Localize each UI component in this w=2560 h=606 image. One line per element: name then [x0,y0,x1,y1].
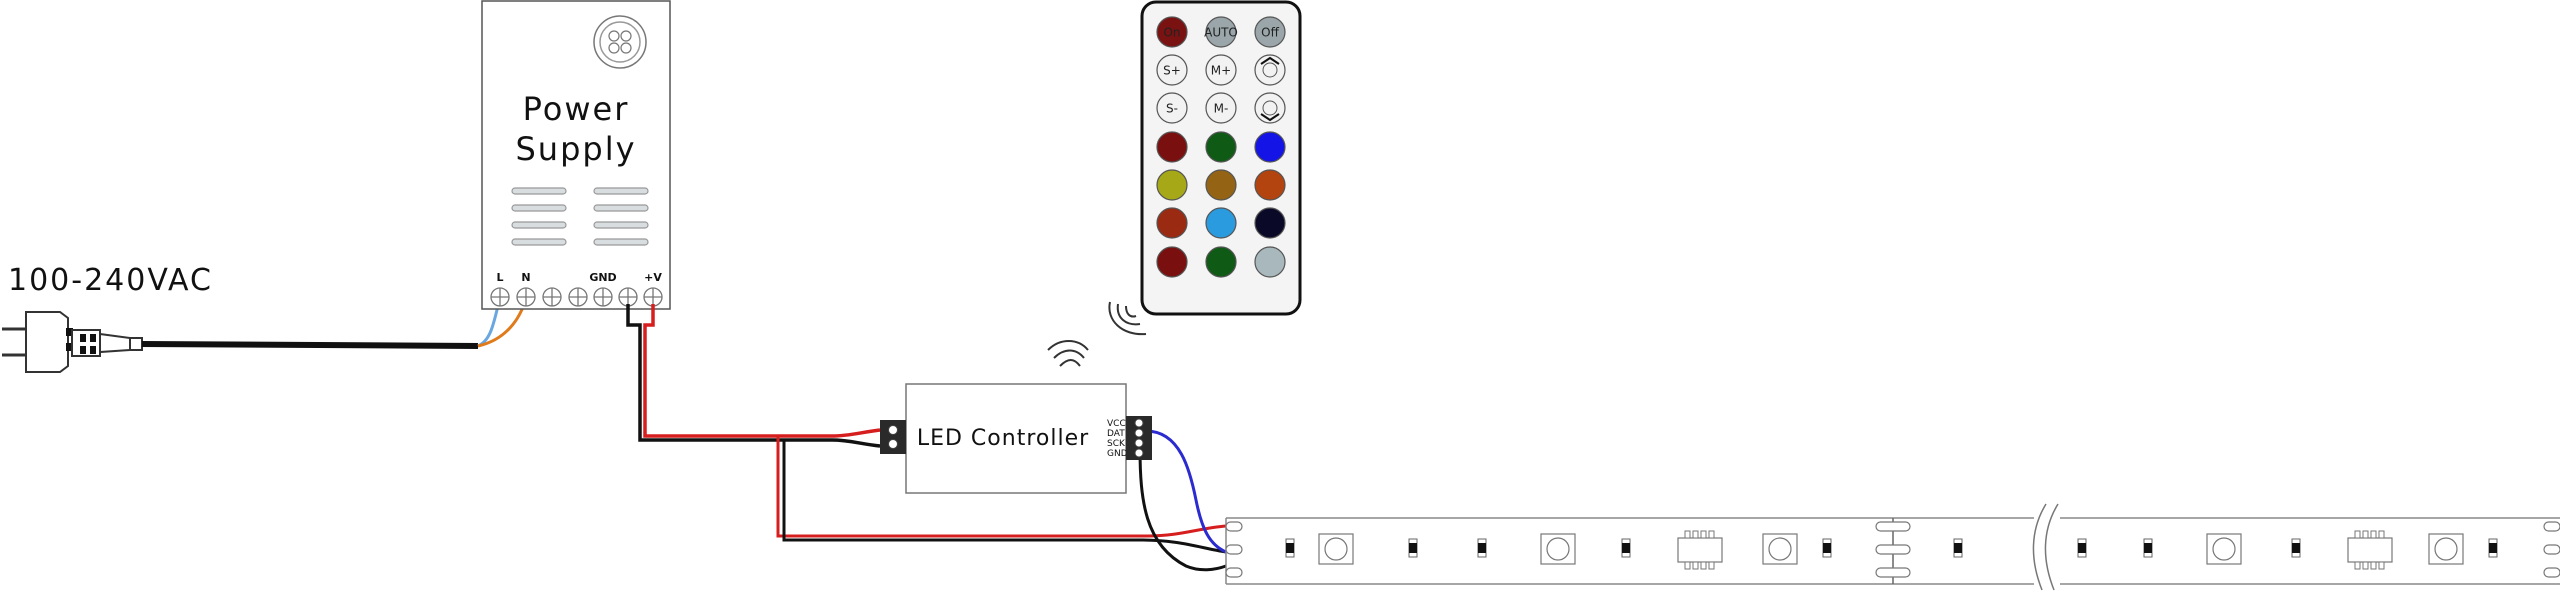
strip-red-wire [776,436,1227,538]
controller-title: LED Controller [917,426,1089,451]
fan-icon [593,15,647,69]
led-chip [2206,533,2242,565]
terminal-label-l: L [496,271,503,284]
ic-chip [1677,530,1723,570]
voltage-label: 100-240VAC [8,263,213,298]
brightness-up-icon [1260,56,1280,78]
remote-button-11[interactable] [1205,131,1237,163]
terminal-label-v: +V [644,271,662,284]
remote-button-label: S- [1166,102,1178,116]
pin-label-dat: DAT [1107,429,1125,439]
power-supply-title-line1: Power [523,90,630,128]
mains-cable [141,341,479,349]
ic-chip [2347,530,2393,570]
remote-button-3[interactable]: Off [1254,16,1286,48]
pin-label-gnd: GND [1107,449,1128,459]
resistor [1477,538,1487,558]
remote-button-20[interactable] [1205,246,1237,278]
remote-button-19[interactable] [1156,246,1188,278]
remote-button-9[interactable] [1254,92,1286,124]
terminal-block [490,287,663,307]
remote-button-6[interactable] [1254,54,1286,86]
remote-button-7[interactable]: S- [1156,92,1188,124]
led-chip [1762,533,1798,565]
remote-button-10[interactable] [1156,131,1188,163]
resistor [1822,538,1832,558]
terminal-label-gnd: GND [589,271,616,284]
pin-label-vcc: VCC [1107,419,1126,429]
power-supply-title-line2: Supply [515,130,636,168]
resistor [1408,538,1418,558]
vplus-wire-psu [643,304,881,438]
led-chip [2428,533,2464,565]
remote-button-label: Off [1261,26,1279,40]
strip-components [1285,530,2498,570]
resistor [1953,538,1963,558]
wireless-signal-icon [1047,301,1147,367]
remote-button-8[interactable]: M- [1205,92,1237,124]
resistor [1621,538,1631,558]
remote-button-4[interactable]: S+ [1156,54,1188,86]
led-controller: LED Controller VCC DAT SCK GND [880,383,1152,494]
remote-button-label: On [1163,26,1180,40]
resistor [2077,538,2087,558]
strip-black-wire [782,440,1227,554]
remote-button-13[interactable] [1156,169,1188,201]
remote-button-label: AUTO [1204,26,1238,40]
brightness-down-icon [1260,100,1280,122]
remote-button-label: M+ [1211,64,1231,78]
resistor [2488,538,2498,558]
output-gnd-wire [1138,447,1227,572]
remote-button-12[interactable] [1254,131,1286,163]
resistor [1285,538,1295,558]
remote-button-21[interactable] [1254,246,1286,278]
data-wire [1145,429,1227,554]
pin-label-sck: SCK [1107,439,1126,449]
power-supply: Power Supply L N GND +V [481,0,671,310]
led-chip [1318,533,1354,565]
terminal-label-n: N [521,271,530,284]
gnd-wire-psu [626,304,881,448]
power-plug-icon [2,311,143,373]
remote-button-14[interactable] [1205,169,1237,201]
remote-button-15[interactable] [1254,169,1286,201]
remote-button-18[interactable] [1254,207,1286,239]
remote-button-label: M- [1214,102,1229,116]
led-strip [1225,503,2560,600]
remote-button-16[interactable] [1156,207,1188,239]
remote-button-2[interactable]: AUTO [1204,16,1238,48]
remote-button-1[interactable]: On [1156,16,1188,48]
resistor [2143,538,2153,558]
vent-slots [511,187,649,246]
led-chip [1540,533,1576,565]
remote-button-label: S+ [1163,64,1181,78]
remote-button-17[interactable] [1205,207,1237,239]
resistor [2291,538,2301,558]
remote-button-5[interactable]: M+ [1205,54,1237,86]
